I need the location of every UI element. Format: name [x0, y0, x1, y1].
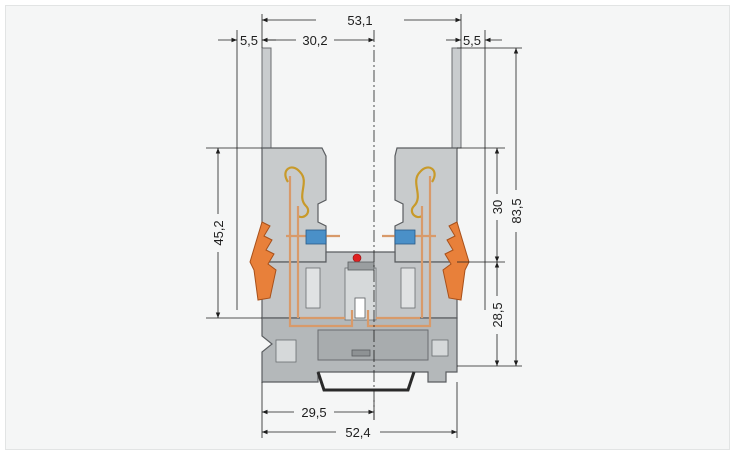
dim-left-height: 45,2 [211, 220, 226, 245]
marker-slot [351, 349, 371, 357]
left-blue-marker [305, 229, 327, 245]
left-upper-housing [261, 147, 327, 263]
left-test-plug [261, 47, 272, 149]
dim-right-total: 83,5 [509, 198, 524, 223]
dim-bottom-total: 52,4 [345, 425, 370, 440]
dim-bottom-half: 29,5 [301, 405, 326, 420]
left-entry-slot [305, 267, 321, 309]
dim-top-right-offset: 5,5 [463, 33, 481, 48]
right-entry-slot [400, 267, 416, 309]
right-blue-marker [394, 229, 416, 245]
din-rail [316, 371, 416, 392]
dimension-lines [206, 14, 522, 438]
dim-top-left-offset: 5,5 [240, 33, 258, 48]
left-lever [249, 221, 277, 301]
dim-right-lower: 28,5 [490, 302, 505, 327]
base-recess [317, 329, 429, 361]
drawing-frame [5, 5, 730, 450]
left-spring [284, 166, 310, 219]
dim-top-total: 53,1 [347, 13, 372, 28]
dim-top-center: 30,2 [302, 33, 327, 48]
red-indicator [352, 253, 362, 263]
indicator-housing [347, 261, 375, 271]
left-foot-slot [275, 339, 297, 363]
center-fuse [354, 297, 366, 319]
right-foot-slot [431, 339, 449, 357]
right-test-plug [451, 47, 462, 149]
right-upper-housing [394, 147, 458, 263]
right-lever [442, 221, 470, 301]
terminal-block [249, 47, 470, 392]
dim-right-upper: 30 [490, 200, 505, 214]
right-spring [410, 166, 436, 219]
